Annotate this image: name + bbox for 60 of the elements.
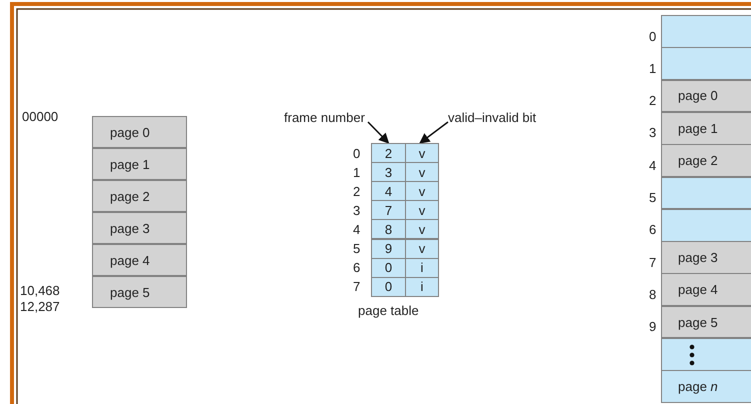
frame-block: page 4 <box>661 273 751 306</box>
empty-frame-block <box>661 176 751 210</box>
row-index-label: 1 <box>353 166 360 179</box>
table-entry: i <box>405 258 439 278</box>
empty-frame-block <box>661 208 751 242</box>
frame-number-label: 8 <box>649 288 656 301</box>
leader-arrow <box>367 121 390 144</box>
table-entry: v <box>405 181 439 202</box>
table-entry: 7 <box>371 200 406 220</box>
leader-arrow <box>419 121 448 144</box>
page-block: page 2 <box>92 180 187 212</box>
address-label: 00000 <box>22 110 58 123</box>
table-entry: v <box>405 238 439 258</box>
row-index-label: 0 <box>353 147 360 160</box>
table-entry: v <box>405 219 439 240</box>
frame-number-label: 3 <box>649 126 656 139</box>
page-block: page 4 <box>92 244 187 276</box>
frame-number-label: 7 <box>649 256 656 269</box>
frame-block: page n <box>661 370 751 404</box>
callout-label: frame number <box>284 110 368 125</box>
row-index-label: 5 <box>353 242 360 255</box>
row-index-label: 3 <box>353 204 360 217</box>
frame-block: page 0 <box>661 80 751 112</box>
frame-number-label: 5 <box>649 191 656 204</box>
row-index-label: 6 <box>353 261 360 274</box>
page-block: page 3 <box>92 212 187 244</box>
frame-block: page 5 <box>661 306 751 338</box>
frame-block: page 1 <box>661 112 751 145</box>
row-index-label: 2 <box>353 185 360 198</box>
table-entry: 0 <box>371 258 406 278</box>
table-entry: i <box>405 276 439 297</box>
row-index-label: 4 <box>353 223 360 236</box>
frame-number-label: 9 <box>649 320 656 333</box>
page-block: page 5 <box>92 276 187 308</box>
table-entry: 0 <box>371 276 406 297</box>
callout-label: valid–invalid bit <box>448 110 570 125</box>
table-caption: page table <box>358 304 419 317</box>
frame-number-label: 6 <box>649 223 656 236</box>
page-block: page 0 <box>92 116 187 148</box>
table-entry: 9 <box>371 238 406 258</box>
address-label: 12,287 <box>20 300 60 313</box>
address-label: 10,468 <box>20 284 60 297</box>
table-entry: 3 <box>371 162 406 182</box>
table-entry: v <box>405 200 439 220</box>
table-entry: v <box>405 143 439 163</box>
table-entry: 8 <box>371 219 406 240</box>
frame-number-label: 0 <box>649 30 656 43</box>
frame-number-label: 4 <box>649 159 656 172</box>
frame-block: page 2 <box>661 144 751 177</box>
frame-number-label: 2 <box>649 94 656 107</box>
empty-frame-block <box>661 338 751 371</box>
table-entry: 4 <box>371 181 406 202</box>
empty-frame-block <box>661 15 751 48</box>
empty-frame-block <box>661 47 751 80</box>
table-entry: v <box>405 162 439 182</box>
row-index-label: 7 <box>353 280 360 293</box>
frame-block: page 3 <box>661 241 751 274</box>
frame-number-label: 1 <box>649 62 656 75</box>
table-entry: 2 <box>371 143 406 163</box>
page-block: page 1 <box>92 148 187 180</box>
